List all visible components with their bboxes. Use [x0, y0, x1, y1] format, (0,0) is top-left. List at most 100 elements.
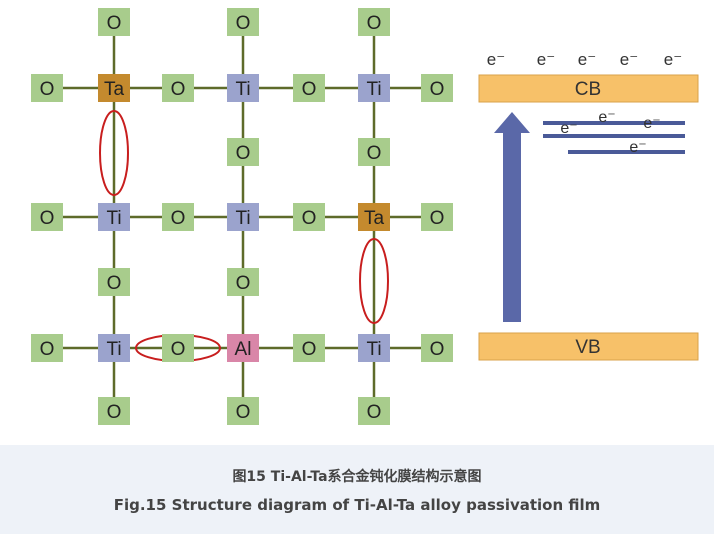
atom-label: O [367, 13, 382, 34]
atom-box [31, 334, 63, 362]
atom-label: Ta [104, 79, 125, 100]
atom-label: O [107, 402, 122, 423]
atom-box [293, 334, 325, 362]
atom-label: O [107, 273, 122, 294]
atom-box [358, 203, 390, 231]
atom-o: O [98, 8, 130, 36]
atom-box [358, 8, 390, 36]
atom-box [31, 74, 63, 102]
atom-label: Ti [235, 208, 250, 229]
atom-box [421, 203, 453, 231]
atom-label: O [302, 339, 317, 360]
defect-levels [543, 121, 685, 154]
atom-label: Ti [366, 339, 381, 360]
atom-label: Ti [235, 79, 250, 100]
atom-box [227, 74, 259, 102]
atom-label: Ta [364, 208, 385, 229]
atom-label: O [236, 273, 251, 294]
atom-box [358, 74, 390, 102]
atom-ti: Ti [98, 203, 130, 231]
defect-level-line [568, 150, 685, 154]
electron-label: e⁻ [560, 120, 577, 137]
atom-label: O [236, 143, 251, 164]
electron-label: e⁻ [487, 50, 505, 69]
atom-box [31, 203, 63, 231]
electron-label: e⁻ [578, 50, 596, 69]
atom-o: O [98, 268, 130, 296]
electron-label: e⁻ [537, 50, 555, 69]
atom-label: O [40, 339, 55, 360]
atom-box [421, 74, 453, 102]
atom-o: O [293, 334, 325, 362]
atom-box [98, 397, 130, 425]
atom-label: O [236, 13, 251, 34]
atom-box [162, 203, 194, 231]
conduction-band [478, 74, 699, 103]
atom-o: O [227, 138, 259, 166]
electron-label: e⁻ [643, 115, 660, 132]
atom-label: O [367, 143, 382, 164]
atom-o: O [31, 334, 63, 362]
caption-english: Fig.15 Structure diagram of Ti-Al-Ta all… [113, 496, 601, 514]
atom-label: O [171, 79, 186, 100]
atom-box [358, 334, 390, 362]
atom-o: O [421, 74, 453, 102]
atom-o: O [31, 74, 63, 102]
vb-label: VB [575, 337, 600, 358]
cb-label: CB [575, 79, 601, 100]
atom-label: Ti [106, 339, 121, 360]
cb-electrons: e⁻ e⁻ e⁻ e⁻ e⁻ [487, 50, 682, 69]
atom-box [227, 8, 259, 36]
atom-label: Al [235, 339, 252, 360]
atom-box [293, 74, 325, 102]
atom-label: Ti [106, 208, 121, 229]
atom-o: O [293, 74, 325, 102]
atom-label: O [430, 79, 445, 100]
atom-box [227, 203, 259, 231]
atom-box [227, 334, 259, 362]
atom-label: O [367, 402, 382, 423]
vacancy-ellipse-ta-ti-right [359, 238, 389, 324]
atom-label: O [171, 208, 186, 229]
electron-label: e⁻ [629, 139, 646, 156]
atom-box [358, 138, 390, 166]
atom-o: O [162, 334, 194, 362]
atom-o: O [421, 203, 453, 231]
atom-box [227, 268, 259, 296]
atom-label: O [430, 208, 445, 229]
excitation-arrow [494, 112, 530, 322]
atom-label: O [302, 79, 317, 100]
atom-al: Al [227, 334, 259, 362]
atom-box [421, 334, 453, 362]
atom-ti: Ti [358, 334, 390, 362]
atom-box [98, 8, 130, 36]
atom-ta: Ta [358, 203, 390, 231]
atom-ta: Ta [98, 74, 130, 102]
defect-electrons: e⁻ e⁻ e⁻ e⁻ [560, 109, 660, 156]
atom-ti: Ti [98, 334, 130, 362]
atom-label: O [171, 339, 186, 360]
caption-area: 图15 Ti-Al-Ta系合金钝化膜结构示意图 Fig.15 Structure… [0, 445, 714, 534]
atom-box [227, 138, 259, 166]
electron-label: e⁻ [664, 50, 682, 69]
atom-ti: Ti [227, 74, 259, 102]
valence-band [478, 332, 699, 361]
atom-label: O [236, 402, 251, 423]
atom-o: O [358, 397, 390, 425]
atom-label: O [107, 13, 122, 34]
atom-o: O [162, 74, 194, 102]
caption-chinese: 图15 Ti-Al-Ta系合金钝化膜结构示意图 [232, 469, 482, 485]
atom-label: Ti [366, 79, 381, 100]
atom-ti: Ti [227, 203, 259, 231]
atom-box [98, 203, 130, 231]
atom-label: O [430, 339, 445, 360]
atom-o: O [421, 334, 453, 362]
atom-box [293, 203, 325, 231]
atom-o: O [31, 203, 63, 231]
atom-box [98, 74, 130, 102]
atom-o: O [98, 397, 130, 425]
atom-box [227, 397, 259, 425]
atom-ti: Ti [358, 74, 390, 102]
